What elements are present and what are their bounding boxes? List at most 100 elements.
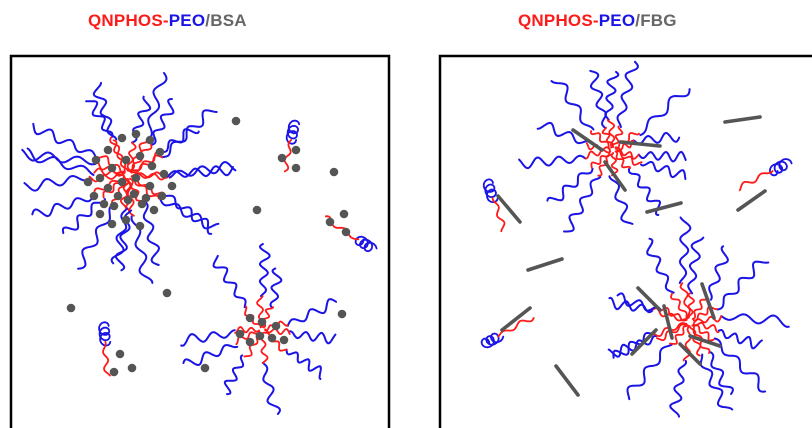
qnphos-chain	[610, 152, 619, 177]
peo-chain	[550, 80, 595, 131]
peo-chain	[142, 200, 160, 266]
protein-bsa	[83, 177, 93, 187]
title-dash: -	[592, 11, 599, 30]
qnphos-chain	[283, 139, 292, 173]
qnphos-chain	[126, 141, 137, 173]
qnphos-chain	[601, 126, 614, 149]
protein-fbg	[496, 194, 522, 224]
protein-bsa	[271, 321, 281, 331]
protein-bsa	[107, 219, 117, 229]
peo-chain	[604, 70, 620, 121]
peo-chain	[716, 260, 770, 311]
peo-chain	[77, 204, 113, 270]
qnphos-chain	[88, 173, 125, 183]
title-peo: PEO	[168, 11, 206, 30]
peo-chain	[717, 329, 763, 350]
qnphos-chain	[264, 327, 291, 335]
protein-bsa	[235, 329, 245, 339]
qnphos-chain	[112, 139, 129, 172]
peo-chain	[708, 245, 729, 301]
peo-chain	[31, 196, 94, 218]
panel-title-fbg: QNPHOS-PEO/FBG	[518, 11, 677, 31]
protein-bsa	[329, 167, 339, 177]
title-qnphos: QNPHOS	[88, 11, 163, 30]
peo-chain	[223, 354, 245, 396]
qnphos-chain	[491, 197, 506, 233]
qnphos-chain	[606, 118, 616, 148]
peo-chain	[678, 216, 692, 284]
protein-bsa	[91, 155, 101, 165]
peo-chain	[563, 176, 602, 233]
qnphos-chain	[93, 167, 126, 177]
protein-bsa	[167, 181, 177, 191]
peo-chain	[626, 343, 673, 401]
qnphos-chain	[234, 326, 260, 334]
peo-chain	[589, 69, 607, 129]
peo-chain	[639, 88, 691, 137]
protein-fbg	[571, 128, 604, 152]
qnphos-chain	[590, 149, 611, 169]
protein-bsa	[89, 191, 99, 201]
protein-fbg	[526, 257, 564, 272]
peo-chain	[289, 330, 337, 345]
peo-chain	[269, 267, 283, 308]
protein-bsa	[135, 151, 145, 161]
protein-bsa	[66, 303, 76, 313]
qnphos-chain	[738, 170, 774, 192]
peo-chain	[145, 72, 168, 144]
peo-chain	[713, 337, 767, 393]
peo-chain	[157, 128, 200, 153]
peo-chain	[23, 175, 91, 192]
peo-chain	[212, 254, 247, 309]
protein-bsa	[157, 191, 167, 201]
peo-chain	[616, 292, 662, 312]
protein-bsa	[255, 331, 265, 341]
title-peo: PEO	[598, 11, 636, 30]
protein-bsa	[149, 205, 159, 215]
qnphos-chain	[120, 178, 130, 210]
qnphos-chain	[102, 341, 111, 377]
protein-fbg	[700, 282, 716, 320]
peo-chain	[699, 353, 734, 411]
peo-coil	[482, 178, 499, 204]
peo-chain	[110, 207, 129, 265]
protein-fbg	[723, 115, 762, 124]
protein-bsa	[339, 209, 349, 219]
qnphos-chain	[590, 130, 611, 150]
peo-chain	[286, 298, 338, 327]
protein-bsa	[109, 201, 119, 211]
peo-chain	[21, 148, 97, 166]
protein-bsa	[145, 181, 155, 191]
title-fbg: FBG	[640, 11, 677, 30]
protein-bsa	[325, 217, 335, 227]
protein-fbg	[500, 306, 532, 332]
qnphos-chain	[687, 292, 695, 319]
protein-bsa	[279, 335, 289, 345]
protein-bsa	[127, 363, 137, 373]
qnphos-chain	[262, 331, 288, 352]
peo-chain	[158, 196, 220, 230]
protein-fbg	[736, 189, 767, 212]
qnphos-chain	[612, 125, 624, 148]
protein-bsa	[141, 193, 151, 203]
peo-chain	[166, 165, 234, 178]
protein-bsa	[121, 155, 131, 165]
qnphos-chain	[691, 324, 715, 342]
qnphos-chain	[614, 150, 643, 166]
peo-chain	[612, 332, 654, 359]
qnphos-chain	[688, 325, 702, 357]
protein-bsa	[267, 333, 277, 343]
peo-chain	[258, 243, 271, 297]
protein-bsa	[131, 129, 141, 139]
panel-frame	[438, 54, 812, 428]
protein-bsa	[277, 153, 287, 163]
title-bsa: BSA	[210, 11, 247, 30]
protein-fbg	[630, 328, 658, 356]
peo-chain	[709, 351, 734, 395]
peo-chain	[180, 329, 236, 347]
qnphos-chain	[679, 282, 691, 320]
panel-bsa	[9, 54, 391, 428]
protein-bsa	[245, 313, 255, 323]
qnphos-chain	[691, 297, 710, 320]
peo-chain	[627, 168, 661, 216]
